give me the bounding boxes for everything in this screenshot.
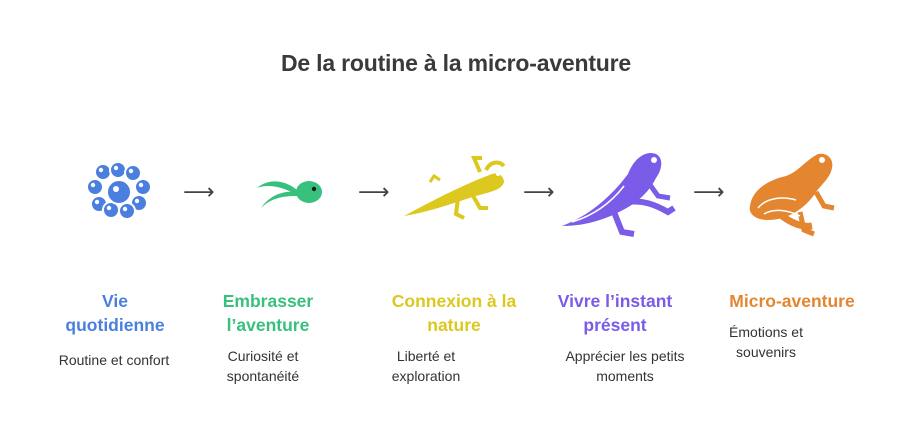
stage-2-description: Curiosité et spontanéité bbox=[226, 348, 300, 384]
stage-2-title: Embrasser l’aventure bbox=[222, 291, 314, 335]
stage-3-description: Liberté et exploration bbox=[391, 348, 461, 384]
frog-eggs-icon bbox=[86, 161, 152, 220]
froglet-icon bbox=[404, 156, 506, 220]
stage-4-title: Vivre l’instant présent bbox=[557, 291, 673, 335]
stage-1-title: Vie quotidienne bbox=[65, 291, 165, 335]
stage-5-title: Micro-aventure bbox=[729, 291, 855, 311]
arrow-4: ⟶ bbox=[693, 180, 725, 205]
arrow-2: ⟶ bbox=[358, 180, 390, 205]
stage-1-description: Routine et confort bbox=[58, 352, 170, 368]
arrow-3: ⟶ bbox=[523, 180, 555, 205]
stage-4-description: Apprécier les petits moments bbox=[565, 348, 685, 384]
young-frog-icon bbox=[562, 152, 676, 237]
stage-5-description: Émotions et souvenirs bbox=[729, 324, 803, 360]
diagram-title: De la routine à la micro-aventure bbox=[280, 50, 631, 76]
adult-frog-icon bbox=[749, 153, 835, 237]
arrow-1: ⟶ bbox=[183, 180, 215, 205]
tadpole-icon bbox=[257, 181, 322, 208]
stage-3-title: Connexion à la nature bbox=[391, 291, 517, 335]
